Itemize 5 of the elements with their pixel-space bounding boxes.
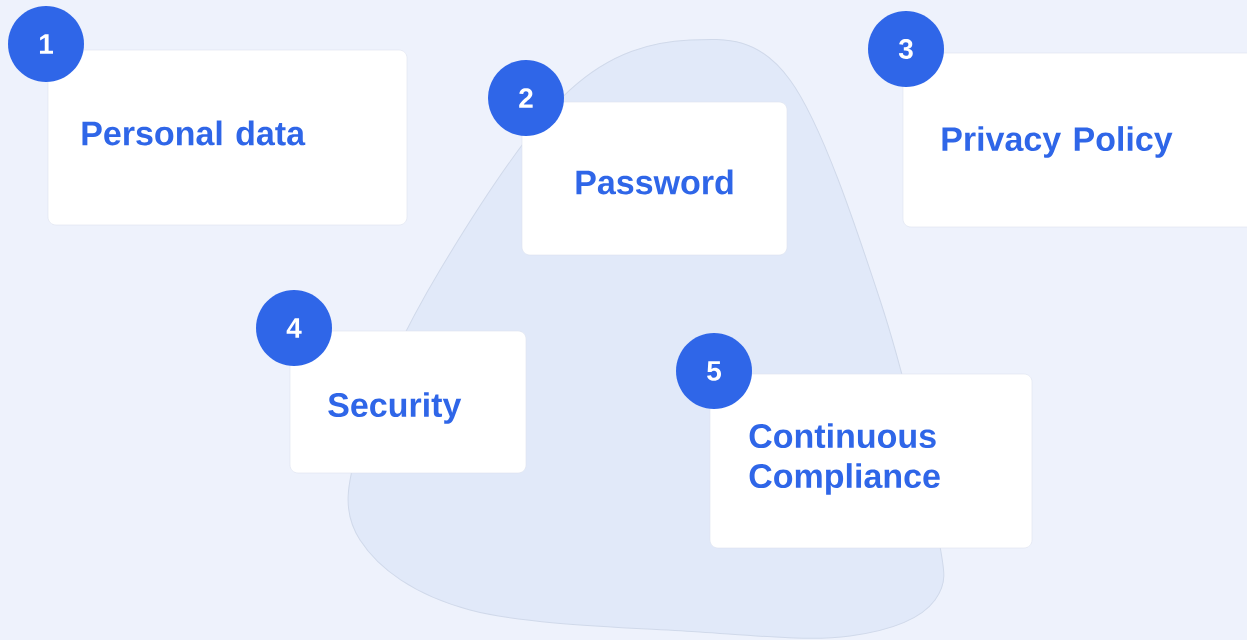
number-badge: 4 <box>256 290 332 366</box>
number-badge: 5 <box>676 333 752 409</box>
number-badge: 3 <box>868 11 944 87</box>
number-badge: 2 <box>488 60 564 136</box>
number-badge: 1 <box>8 6 84 82</box>
